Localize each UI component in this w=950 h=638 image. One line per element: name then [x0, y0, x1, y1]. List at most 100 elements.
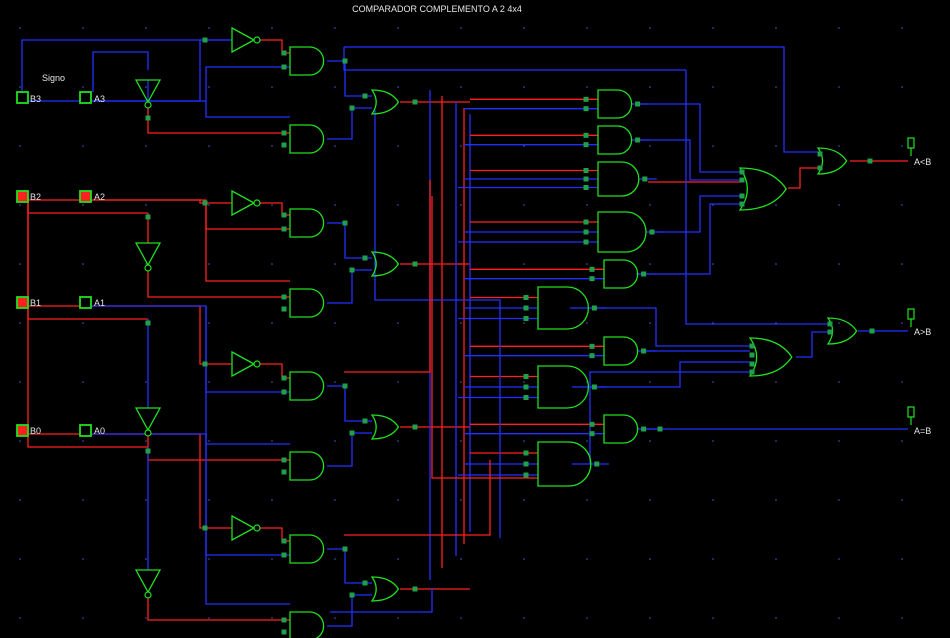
input-switch-a3[interactable]: A3 — [79, 91, 105, 104]
wire-high — [28, 433, 232, 529]
grid-dot — [271, 322, 273, 324]
output-led-a-gt-b: A>B — [907, 308, 931, 337]
pin — [362, 93, 368, 99]
input-label-b2: B2 — [30, 192, 41, 202]
and-gate-l2-9 — [537, 441, 592, 487]
pin — [589, 266, 595, 272]
sign-label: Signo — [42, 73, 65, 83]
grid-dot — [586, 204, 588, 206]
pin — [412, 261, 418, 267]
grid-dot — [397, 322, 399, 324]
grid-dot — [649, 558, 651, 560]
grid-dot — [523, 558, 525, 560]
grid-dot — [19, 381, 21, 383]
wire-low — [91, 305, 290, 445]
grid-dots — [19, 27, 903, 619]
pin — [145, 214, 151, 220]
grid-dot — [649, 617, 651, 619]
grid-dot — [397, 558, 399, 560]
output-label-a-gt-b: A>B — [914, 327, 931, 337]
grid-dot — [838, 499, 840, 501]
not-bubble — [144, 429, 152, 437]
grid-dot — [82, 322, 84, 324]
input-switch-b0[interactable]: B0 — [16, 424, 41, 437]
grid-dot — [460, 145, 462, 147]
pin — [523, 295, 529, 300]
wire-low — [91, 100, 290, 118]
and-gate-bot-0 — [289, 124, 325, 154]
grid-dot — [208, 617, 210, 619]
grid-dot — [901, 499, 903, 501]
grid-dot — [208, 381, 210, 383]
and-gate-l2-4 — [603, 259, 639, 289]
grid-dot — [712, 263, 714, 265]
output-label-a-eq-b: A=B — [914, 426, 931, 436]
input-switch-b1[interactable]: B1 — [16, 296, 41, 309]
grid-dot — [523, 499, 525, 501]
grid-dot — [145, 145, 147, 147]
wire-high — [344, 180, 431, 373]
pin — [342, 220, 348, 226]
grid-dot — [334, 86, 336, 88]
pin — [869, 328, 875, 334]
input-switch-b2[interactable]: B2 — [16, 190, 41, 203]
input-switch-a0[interactable]: A0 — [79, 424, 105, 437]
grid-dot — [145, 440, 147, 442]
input-switch-a1[interactable]: A1 — [79, 296, 105, 309]
pin — [649, 229, 655, 235]
grid-dot — [19, 322, 21, 324]
grid-dot — [775, 204, 777, 206]
grid-dot — [397, 499, 399, 501]
not-bubble — [144, 591, 152, 599]
grid-dot — [775, 27, 777, 29]
pin — [281, 389, 287, 395]
grid-dot — [838, 381, 840, 383]
not-bubble — [144, 264, 152, 272]
pin — [281, 64, 287, 70]
grid-dot — [586, 86, 588, 88]
pin — [817, 151, 823, 157]
pin — [342, 58, 348, 64]
wire-low — [636, 203, 740, 275]
pin — [202, 37, 208, 43]
wire-low — [327, 222, 372, 259]
and-gate-l2-3 — [597, 211, 647, 253]
pin — [657, 426, 663, 432]
wire-low — [685, 70, 828, 325]
pin — [589, 343, 595, 349]
grid-dot — [19, 617, 21, 619]
grid-dot — [460, 27, 462, 29]
pin — [749, 352, 755, 358]
pin — [523, 374, 529, 379]
wire-high — [431, 196, 538, 479]
grid-dot — [523, 86, 525, 88]
grid-dot — [712, 86, 714, 88]
grid-dot — [901, 617, 903, 619]
pin — [591, 305, 597, 311]
grid-dot — [460, 440, 462, 442]
grid-dot — [838, 558, 840, 560]
pin — [349, 267, 355, 273]
wire-low — [650, 195, 740, 233]
grid-dot — [838, 204, 840, 206]
pin — [583, 96, 589, 102]
grid-dot — [145, 617, 147, 619]
input-switch-b3[interactable]: B3 — [16, 91, 41, 104]
not-gate-a0 — [134, 569, 162, 594]
grid-dot — [586, 617, 588, 619]
wire-low — [327, 269, 372, 304]
and-gate-top-3 — [289, 534, 325, 564]
grid-dot — [523, 617, 525, 619]
pin — [342, 546, 348, 552]
grid-dot — [649, 499, 651, 501]
pin — [827, 329, 833, 335]
grid-dot — [271, 558, 273, 560]
grid-dot — [145, 381, 147, 383]
pin — [281, 552, 287, 558]
grid-dot — [271, 145, 273, 147]
pin — [349, 592, 355, 598]
grid-dot — [397, 381, 399, 383]
wire-low — [330, 588, 433, 613]
input-switch-a2[interactable]: A2 — [79, 190, 105, 203]
wire-low — [327, 432, 372, 467]
